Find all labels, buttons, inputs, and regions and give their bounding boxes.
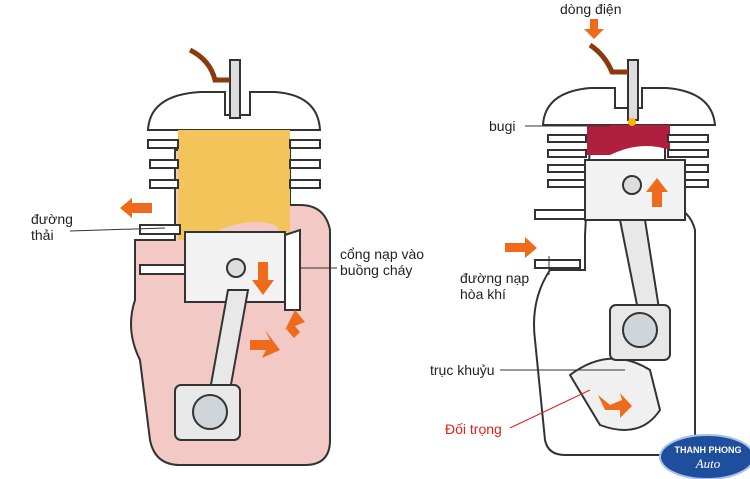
- right-piston: [584, 159, 686, 221]
- left-engine: [130, 47, 331, 466]
- piston-up-arrow: [646, 178, 668, 207]
- right-spark-plug: [627, 59, 639, 121]
- left-transfer-port: [284, 228, 301, 311]
- counterweight-label: Đối trọng: [445, 421, 502, 437]
- right-head: [541, 87, 717, 126]
- leader-lines: [69, 125, 625, 429]
- left-wire: [188, 47, 230, 83]
- crank-rotate-arrow: [598, 393, 632, 418]
- right-crank-bearing: [622, 312, 658, 348]
- current-label: dòng điện: [560, 1, 622, 17]
- transfer-arrow-1: [285, 310, 305, 338]
- spark: [628, 118, 636, 126]
- current-arrow: [584, 19, 604, 39]
- right-fins: [534, 134, 709, 269]
- left-crank-bearing: [192, 394, 228, 430]
- left-head: [146, 91, 322, 131]
- right-arrows: [505, 19, 668, 418]
- brand-logo: [659, 434, 750, 479]
- right-wire: [588, 42, 628, 75]
- left-spark-plug: [229, 59, 241, 119]
- transfer-arrow-2: [250, 330, 280, 358]
- intake-arrow: [505, 237, 537, 258]
- left-fins: [139, 139, 321, 275]
- spark-plug-label: bugi: [489, 118, 516, 134]
- piston-down-arrow: [252, 262, 274, 295]
- left-chamber: [178, 130, 290, 245]
- intake-port-label: cổng nạp vào buồng cháy: [340, 246, 425, 278]
- exhaust-arrow: [120, 198, 152, 218]
- exhaust-label: đường thải: [31, 211, 73, 243]
- intake-label: đường nạp hòa khí: [460, 270, 530, 302]
- right-piston-pin: [622, 175, 642, 195]
- left-arrows: [120, 198, 305, 358]
- left-piston-pin: [226, 258, 246, 278]
- right-burn: [587, 125, 670, 155]
- right-counterweight: [568, 357, 662, 431]
- logo-line1: THANH PHONG: [674, 445, 742, 455]
- crankshaft-label: trục khuỷu: [430, 362, 495, 378]
- right-engine: [533, 42, 717, 456]
- logo-line2: Auto: [695, 456, 721, 471]
